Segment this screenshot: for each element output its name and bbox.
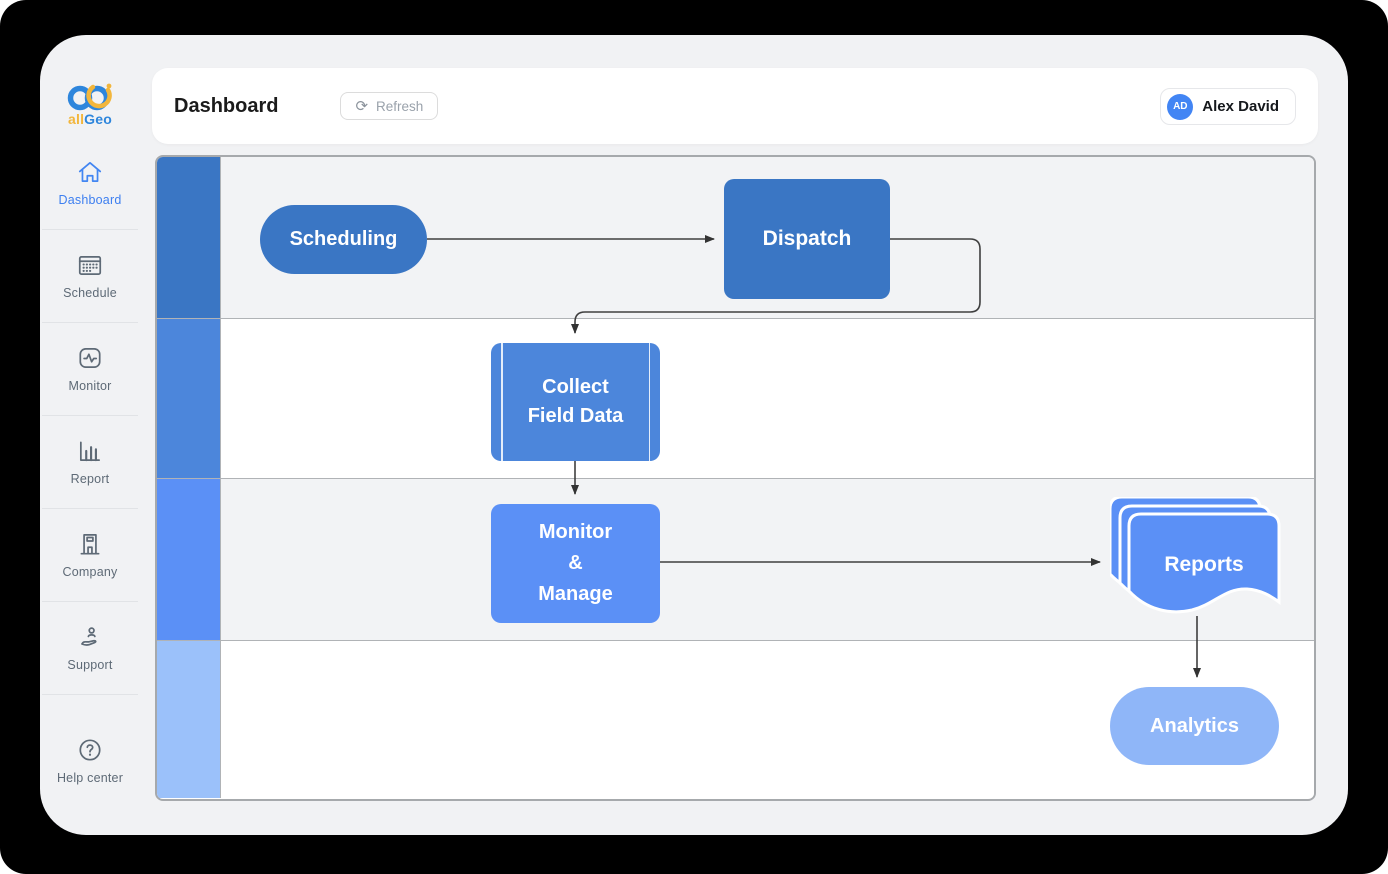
swimlane-2-band (157, 319, 221, 478)
avatar: AD (1167, 93, 1194, 120)
sidebar-item-monitor[interactable]: Monitor (40, 323, 140, 415)
calendar-icon (78, 256, 102, 276)
app-window: allGeo Dashboard Schedule (40, 35, 1348, 835)
report-icon (79, 441, 101, 462)
sidebar-item-label: Report (70, 472, 110, 486)
node-monitor-manage: Monitor & Manage (491, 504, 660, 623)
swimlane-2-body (221, 319, 1314, 478)
sidebar-divider (42, 322, 138, 323)
user-menu[interactable]: AD Alex David (1160, 88, 1296, 125)
sidebar-item-label: Company (62, 565, 118, 579)
monitor-icon (79, 347, 101, 369)
sidebar-divider (42, 601, 138, 602)
swimlane-2 (157, 319, 1314, 479)
sidebar-item-support[interactable]: Support (40, 602, 140, 694)
brand-name: allGeo (68, 111, 112, 127)
sidebar-nav: Dashboard Schedule Monitor (40, 137, 140, 807)
allgeo-logo-icon (67, 83, 112, 111)
refresh-icon: ⟳ (355, 97, 369, 115)
help-icon (79, 739, 101, 761)
sidebar-divider (42, 694, 138, 695)
node-scheduling: Scheduling (260, 205, 427, 274)
sidebar-item-label: Help center (56, 771, 124, 785)
node-collect-label: Collect Field Data (527, 376, 624, 427)
sidebar-item-label: Monitor (68, 379, 112, 393)
sidebar: allGeo Dashboard Schedule (40, 35, 140, 835)
node-reports: Reports (1110, 497, 1281, 614)
sidebar-item-report[interactable]: Report (40, 416, 140, 508)
node-collect-field-data: Collect Field Data (491, 343, 660, 461)
sidebar-item-label: Support (67, 658, 113, 672)
node-reports-label: Reports (1164, 553, 1243, 576)
sidebar-item-label: Schedule (63, 286, 117, 300)
refresh-button[interactable]: ⟳ Refresh (340, 92, 439, 120)
brand-logo: allGeo (40, 79, 140, 127)
company-icon (80, 533, 100, 555)
header-bar: Dashboard ⟳ Refresh AD Alex David (152, 68, 1318, 144)
user-name: Alex David (1202, 98, 1279, 115)
support-icon (81, 627, 97, 646)
swimlane-4-band (157, 641, 221, 798)
sidebar-divider (42, 508, 138, 509)
sidebar-item-dashboard[interactable]: Dashboard (40, 137, 140, 229)
node-dispatch-label: Dispatch (762, 226, 852, 250)
page-title: Dashboard (174, 94, 279, 117)
node-analytics: Analytics (1110, 687, 1279, 765)
node-analytics-label: Analytics (1150, 714, 1239, 737)
sidebar-divider (42, 415, 138, 416)
sidebar-item-help-center[interactable]: Help center (40, 715, 140, 807)
swimlane-1-band (157, 157, 221, 318)
sidebar-item-label: Dashboard (58, 193, 122, 207)
node-scheduling-label: Scheduling (289, 228, 398, 250)
sidebar-item-company[interactable]: Company (40, 509, 140, 601)
refresh-label: Refresh (376, 98, 424, 114)
flowchart-board: Scheduling Dispatch Collect Field Data M… (155, 155, 1316, 801)
sidebar-item-schedule[interactable]: Schedule (40, 230, 140, 322)
sidebar-divider (42, 229, 138, 230)
home-icon (78, 161, 102, 183)
node-monitor-label: Monitor & Manage (538, 521, 613, 605)
swimlane-3-band (157, 479, 221, 640)
node-dispatch: Dispatch (724, 179, 890, 299)
